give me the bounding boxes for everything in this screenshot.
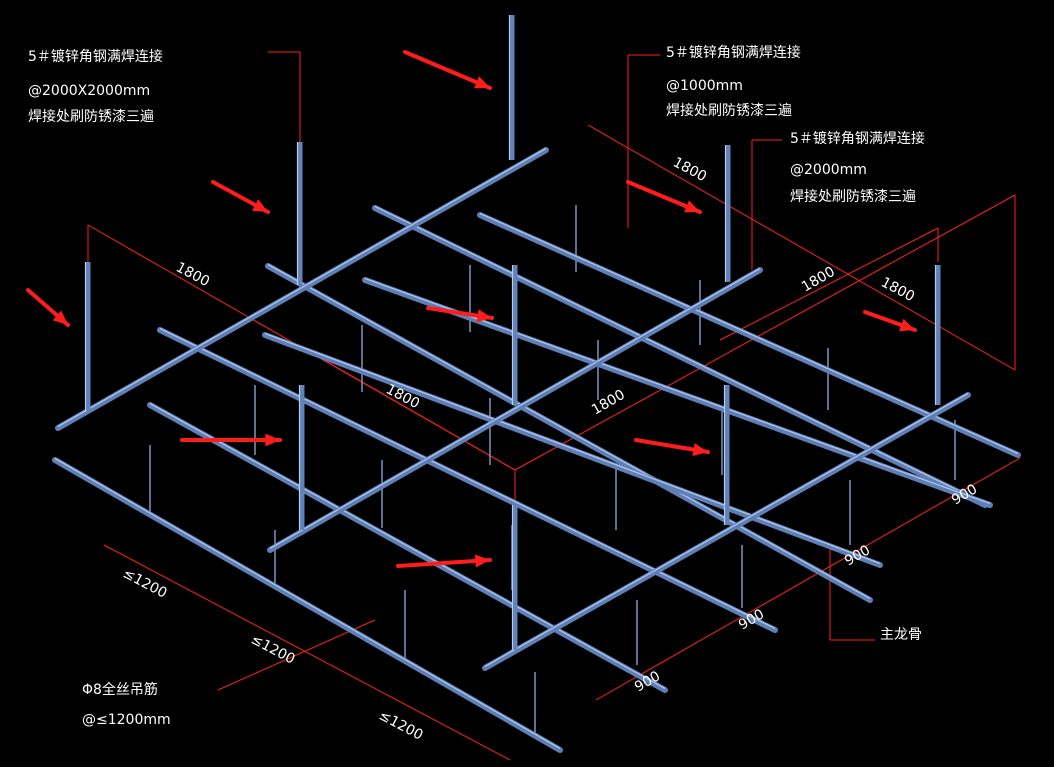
note-top-middle-line3: 焊接处刷防锈漆三遍 <box>666 103 792 119</box>
note-hanger-line1: Φ8全丝吊筋 <box>82 682 158 698</box>
dim-1800-right-b: 1800 <box>878 274 917 305</box>
secondary-keels <box>52 205 1021 753</box>
secondary-keel-7-edge <box>264 332 881 565</box>
secondary-keel-4-edge <box>149 402 666 690</box>
red-arrows <box>26 50 917 568</box>
dim-line-900 <box>595 457 1021 701</box>
note-top-right-line3: 焊接处刷防锈漆三遍 <box>790 189 916 205</box>
hanger-rods <box>149 205 956 738</box>
note-top-left-line3: 焊接处刷防锈漆三遍 <box>28 109 154 125</box>
dim-line-center <box>297 344 516 471</box>
arrow-6-head <box>899 318 915 332</box>
angle-steel-posts <box>84 15 941 650</box>
secondary-keel-3 <box>52 457 563 753</box>
arrow-5-head <box>476 309 492 323</box>
arrow-1-head <box>474 76 490 89</box>
arrow-7-head <box>265 433 280 447</box>
dim-line-right-1800 <box>719 227 939 341</box>
secondary-keel-7 <box>262 332 883 568</box>
secondary-keel-2 <box>157 327 778 633</box>
secondary-keel-6-edge <box>479 212 1019 455</box>
note-top-left-line2: @2000X2000mm <box>28 83 151 99</box>
secondary-keel-1-edge <box>267 263 871 600</box>
dim-1800-center-b: 1800 <box>589 387 628 419</box>
dim-1200-c: ≤1200 <box>376 707 425 743</box>
arrow-9 <box>396 558 492 568</box>
dim-900-c: 900 <box>842 542 873 569</box>
arrow-9-head <box>474 554 490 568</box>
dim-line-1800-b <box>514 194 1016 471</box>
main-keel-1-edge <box>57 147 547 428</box>
main-keel-1 <box>55 147 549 431</box>
dim-1800-top: 1800 <box>670 154 709 185</box>
note-top-right-line2: @2000mm <box>790 162 867 178</box>
main-keel-3-edge <box>484 392 969 668</box>
secondary-keel-5 <box>372 205 988 508</box>
dimension-labels: 1800 1800 1800 1800 1800 1800 ≤1200 ≤120… <box>120 154 980 743</box>
note-main-keel: 主龙骨 <box>880 627 922 643</box>
arrow-3-head <box>52 310 68 325</box>
dim-line-top <box>587 124 1016 371</box>
dimension-lines <box>87 51 1021 761</box>
secondary-keel-2-edge <box>159 327 776 630</box>
dim-line-1200 <box>103 544 511 761</box>
secondary-keel-5-edge <box>374 205 986 505</box>
main-keel-2 <box>267 267 763 553</box>
arrow-2-head <box>252 199 268 212</box>
secondary-keel-4 <box>147 402 668 693</box>
dim-900-d: 900 <box>949 481 980 508</box>
secondary-keel-8 <box>362 277 993 508</box>
dim-1800-right-a: 1800 <box>799 264 838 296</box>
main-keels <box>55 147 971 671</box>
secondary-keel-1 <box>265 263 873 603</box>
dim-1800-left: 1800 <box>173 259 212 290</box>
dim-1200-b: ≤1200 <box>248 631 297 667</box>
note-top-middle-line1: 5＃镀锌角钢满焊连接 <box>666 45 801 61</box>
dim-1200-a: ≤1200 <box>120 565 169 601</box>
note-top-right-line1: 5＃镀锌角钢满焊连接 <box>790 131 925 147</box>
main-keel-2-edge <box>269 267 761 550</box>
arrow-4-head <box>684 200 700 213</box>
note-top-middle-line2: @1000mm <box>666 78 743 94</box>
main-keel-3 <box>482 392 971 671</box>
note-hanger-line2: @≤1200mm <box>82 712 171 728</box>
secondary-keel-3-edge <box>54 457 561 750</box>
note-top-left-line1: 5＃镀锌角钢满焊连接 <box>28 49 163 65</box>
arrow-8-head <box>692 443 708 457</box>
arrow-1 <box>403 50 492 90</box>
